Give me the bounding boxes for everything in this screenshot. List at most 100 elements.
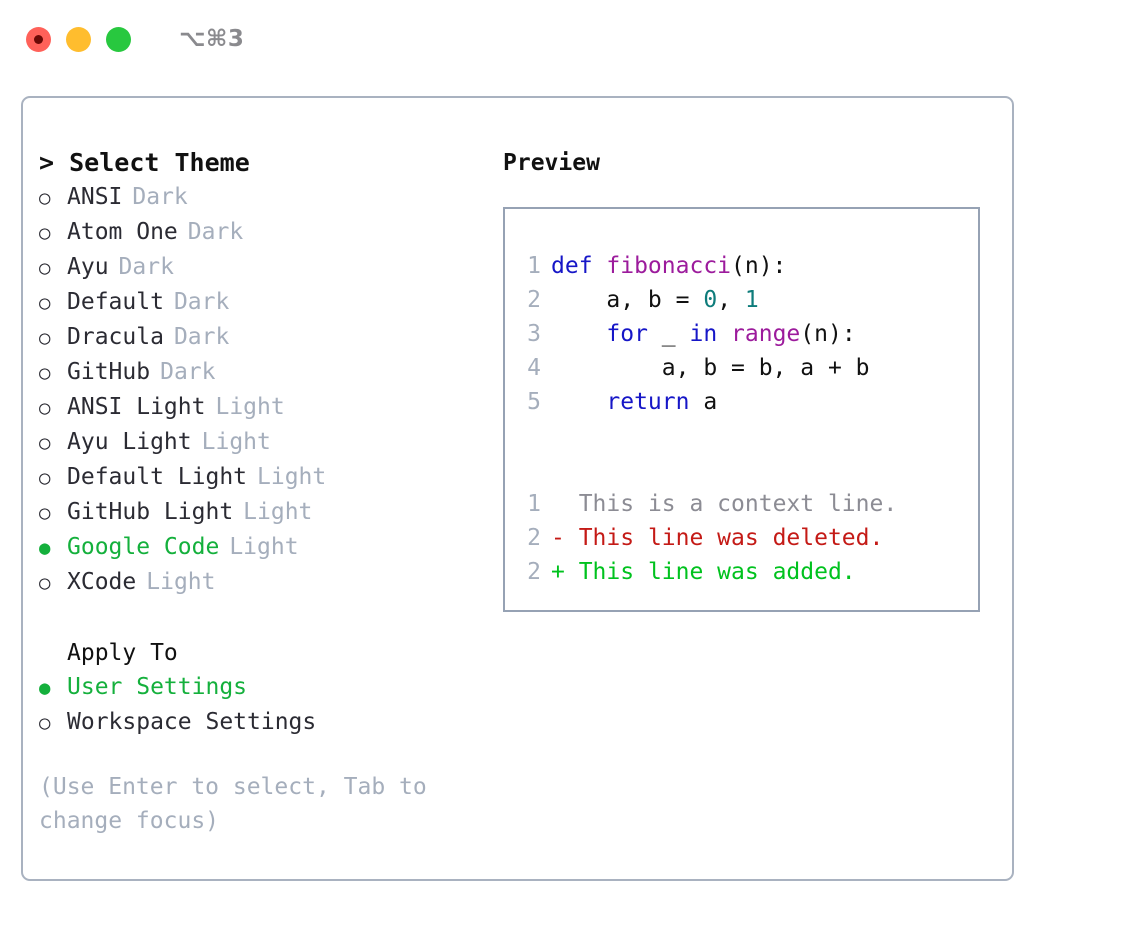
diff-text: This line was deleted. — [564, 525, 884, 551]
theme-variant-badge: Light — [243, 499, 313, 525]
close-button-icon[interactable] — [26, 26, 51, 52]
select-theme-heading: > Select Theme — [39, 146, 493, 180]
radio-unselected-icon: ○ — [39, 222, 51, 244]
line-number: 5 — [527, 389, 541, 415]
theme-variant-badge: Dark — [160, 359, 216, 385]
radio-unselected-icon: ○ — [39, 467, 51, 489]
code-line: 1 def fibonacci(n): — [505, 249, 978, 283]
line-number: 2 — [527, 559, 541, 585]
radio-unselected-icon: ○ — [39, 327, 51, 349]
radio-unselected-icon: ○ — [39, 502, 51, 524]
code-token: for — [606, 321, 648, 347]
theme-variant-badge: Light — [229, 534, 299, 560]
theme-option-label: ANSI — [67, 184, 123, 210]
theme-option-label: Ayu Light — [67, 429, 192, 455]
theme-option-label: XCode — [67, 569, 137, 595]
keyboard-hint-text: (Use Enter to select, Tab to change focu… — [39, 774, 441, 834]
line-number: 4 — [527, 355, 541, 381]
window-controls — [26, 26, 131, 52]
code-token: fibonacci — [606, 253, 732, 279]
theme-option-label: Google Code — [67, 534, 220, 560]
theme-variant-badge: Dark — [118, 254, 174, 280]
line-number: 1 — [527, 253, 541, 279]
theme-option-ayu-light[interactable]: ○ Ayu Light Light — [39, 425, 493, 460]
diff-line: 1 This is a context line. — [505, 487, 978, 521]
radio-selected-icon: ● — [39, 537, 51, 559]
code-text: a, b = 0, 1 — [551, 283, 758, 317]
code-token: a, b = — [551, 287, 704, 313]
code-token — [717, 321, 731, 347]
radio-unselected-icon: ○ — [39, 572, 51, 594]
apply-to-option-label: User Settings — [67, 674, 248, 700]
theme-option-label: Ayu — [67, 254, 109, 280]
apply-to-option-label: Workspace Settings — [67, 709, 317, 735]
theme-option-label: GitHub — [67, 359, 151, 385]
line-number: 2 — [527, 525, 541, 551]
prompt-caret-icon: > — [39, 148, 55, 177]
theme-option-github[interactable]: ○ GitHub Dark — [39, 355, 493, 390]
title-bar: ⌥⌘3 — [0, 0, 1140, 78]
code-text: a, b = b, a + b — [551, 351, 870, 385]
theme-option-default-light[interactable]: ○ Default Light Light — [39, 460, 493, 495]
theme-variant-badge: Light — [215, 394, 285, 420]
code-line: 3 for _ in range(n): — [505, 317, 978, 351]
radio-selected-icon: ● — [39, 677, 51, 699]
code-token: (n): — [731, 253, 787, 279]
code-token: range — [731, 321, 801, 347]
theme-option-label: Default Light — [67, 464, 248, 490]
minimize-button-icon[interactable] — [66, 26, 91, 52]
code-text: for _ in range(n): — [551, 317, 855, 351]
code-token: a — [689, 389, 718, 415]
apply-to-option-workspace-settings[interactable]: ○ Workspace Settings — [39, 705, 493, 740]
diff-marker: + — [551, 559, 565, 585]
diff-text: This line was added. — [564, 559, 856, 585]
theme-variant-badge: Light — [201, 429, 271, 455]
theme-variant-badge: Dark — [173, 324, 230, 350]
code-token: def — [551, 253, 607, 279]
maximize-button-icon[interactable] — [106, 26, 131, 52]
radio-unselected-icon: ○ — [39, 712, 51, 734]
diff-line: 2 + This line was added. — [505, 555, 978, 589]
code-line: 2 a, b = 0, 1 — [505, 283, 978, 317]
diff-line: 2- This line was deleted. — [505, 521, 978, 555]
radio-unselected-icon: ○ — [39, 362, 51, 384]
diff-sample: 1 This is a context line.2- This line wa… — [505, 487, 978, 589]
theme-option-google-code[interactable]: ● Google Code Light — [39, 530, 493, 565]
code-text: return a — [551, 385, 717, 419]
code-token: return — [606, 389, 690, 415]
code-text: def fibonacci(n): — [551, 249, 786, 283]
theme-variant-badge: Light — [146, 569, 216, 595]
diff-marker — [551, 487, 565, 521]
theme-variant-badge: Light — [257, 464, 327, 490]
code-token: 0 — [703, 287, 718, 313]
theme-option-label: Default — [67, 289, 164, 315]
code-token: in — [689, 321, 718, 347]
line-number: 1 — [527, 491, 541, 517]
theme-variant-badge: Dark — [187, 219, 244, 245]
code-line: 5 return a — [505, 385, 978, 419]
theme-variant-badge: Dark — [173, 289, 230, 315]
radio-unselected-icon: ○ — [39, 187, 51, 209]
apply-to-option-user-settings[interactable]: ● User Settings — [39, 670, 493, 705]
preview-heading: Preview — [503, 150, 600, 176]
code-token — [551, 321, 606, 347]
diff-marker: - — [551, 525, 565, 551]
apply-to-option-list[interactable]: ● User Settings ○ Workspace Settings — [39, 670, 493, 740]
code-token: , — [717, 287, 745, 313]
theme-option-label: ANSI Light — [67, 394, 206, 420]
line-number: 3 — [527, 321, 541, 347]
theme-option-xcode[interactable]: ○ XCode Light — [39, 565, 493, 600]
radio-unselected-icon: ○ — [39, 432, 51, 454]
